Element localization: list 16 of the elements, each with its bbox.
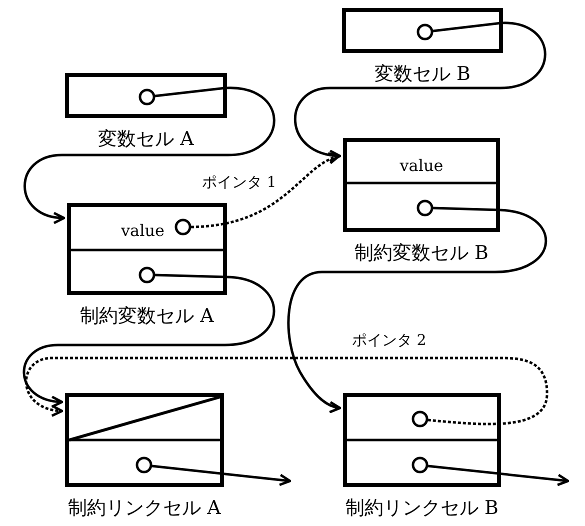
cell-name: 変数セル A <box>98 128 194 150</box>
arrow <box>152 464 292 486</box>
arrow <box>22 274 275 408</box>
dotted-arrow <box>190 153 340 228</box>
cell-name: 制約変数セル A <box>80 305 214 327</box>
arrow <box>294 22 546 162</box>
cell-name: 制約リンクセル B <box>346 497 498 519</box>
arrow <box>287 206 547 413</box>
field-label: value <box>398 157 444 175</box>
dotted-arrow <box>25 356 548 426</box>
cell-name: 変数セル B <box>374 63 470 85</box>
field-label: value <box>121 222 164 240</box>
arrow <box>428 464 570 486</box>
cell-name: 制約変数セル B <box>354 242 488 264</box>
cell-name: 制約リンクセル A <box>68 497 221 519</box>
arrow <box>24 86 276 224</box>
